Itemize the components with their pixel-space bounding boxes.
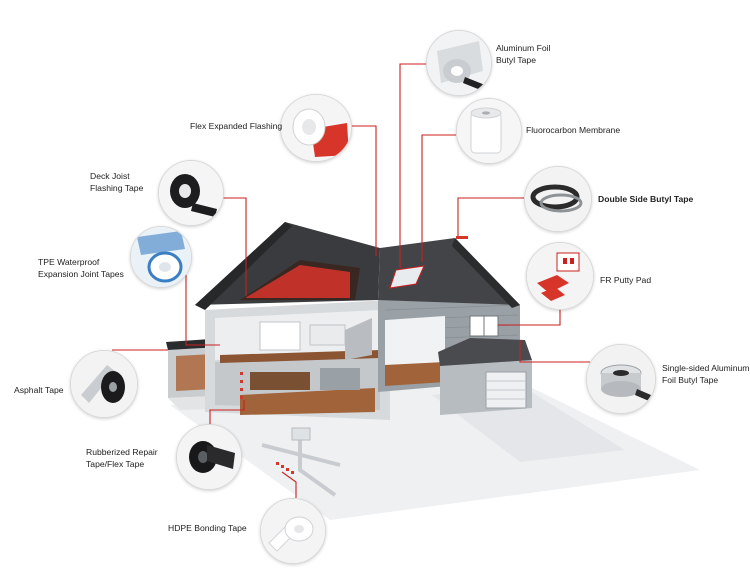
white-hdpe-roll-icon [261, 499, 325, 563]
single-sided-aluminum-tape-thumbnail [586, 344, 656, 414]
deck-joist-flashing-tape-thumbnail [158, 160, 224, 226]
fr-putty-pad-thumbnail [526, 242, 594, 310]
leader-deck-joist [222, 197, 247, 296]
label-fr-putty-pad: FR Putty Pad [600, 275, 652, 285]
label-fluorocarbon-membrane: Fluorocarbon Membrane [526, 125, 621, 135]
garage [438, 338, 532, 415]
aluminum-roll-icon [587, 345, 655, 413]
roof [195, 222, 520, 310]
label-flex-expanded-flashing: Flex Expanded Flashing [190, 121, 283, 131]
black-tape-roll-icon [159, 161, 223, 225]
tpe-expansion-joint-tape-thumbnail [130, 226, 192, 288]
leader-hdpe [281, 471, 297, 498]
drain-pipe [261, 430, 341, 497]
butyl-strip-roll-icon [525, 167, 591, 231]
house-body [205, 300, 390, 420]
label-tpe-waterproof-expansion-joint-tapes: TPE Waterproof Expansion Joint Tapes [38, 257, 124, 279]
label-aluminum-foil-butyl-tape: Aluminum Foil Butyl Tape [496, 43, 551, 65]
asphalt-tape-thumbnail [70, 350, 138, 418]
leader-double-butyl [457, 197, 524, 236]
label-single-sided-aluminum-foil-butyl-tape: Single-sided Aluminum Foil Butyl Tape [662, 363, 750, 385]
label-double-side-butyl-tape: Double Side Butyl Tape [598, 194, 694, 204]
putty-pad-icon [527, 243, 593, 309]
label-hdpe-bonding-tape: HDPE Bonding Tape [168, 523, 247, 533]
double-side-butyl-tape-thumbnail [524, 166, 592, 232]
rubberized-repair-tape-thumbnail [176, 424, 242, 490]
red-flashing-roll-icon [281, 95, 351, 161]
label-deck-joist-flashing-tape: Deck Joist Flashing Tape [90, 171, 144, 193]
roof-cut-red [245, 265, 350, 298]
leader-flex-flashing [350, 125, 377, 256]
flex-expanded-flashing-thumbnail [280, 94, 352, 162]
application-markers [240, 236, 468, 474]
hdpe-bonding-tape-thumbnail [260, 498, 326, 564]
label-rubberized-repair-tape: Rubberized Repair Tape/Flex Tape [86, 447, 158, 469]
black-repair-roll-icon [177, 425, 241, 489]
room-wood-floor [385, 362, 445, 386]
skylight [389, 265, 425, 289]
ground-floor-wood [240, 388, 375, 415]
leader-single-aluminum [519, 340, 590, 363]
leader-rubberized [209, 400, 245, 425]
upper-floor-wood [220, 350, 380, 363]
leader-tpe [185, 270, 220, 346]
fluorocarbon-membrane-thumbnail [456, 98, 522, 164]
asphalt-roll-icon [71, 351, 137, 417]
leader-fluorocarbon [421, 134, 456, 262]
aluminum-foil-roll-thumbnail [426, 30, 492, 96]
tpe-tape-roll-icon [131, 227, 191, 287]
label-asphalt-tape: Asphalt Tape [14, 385, 64, 395]
foil-roll-icon [427, 31, 491, 95]
white-membrane-roll-icon [457, 99, 521, 163]
stairs [345, 318, 372, 360]
drain-box [291, 427, 311, 441]
leader-aluminum-foil [399, 63, 427, 268]
